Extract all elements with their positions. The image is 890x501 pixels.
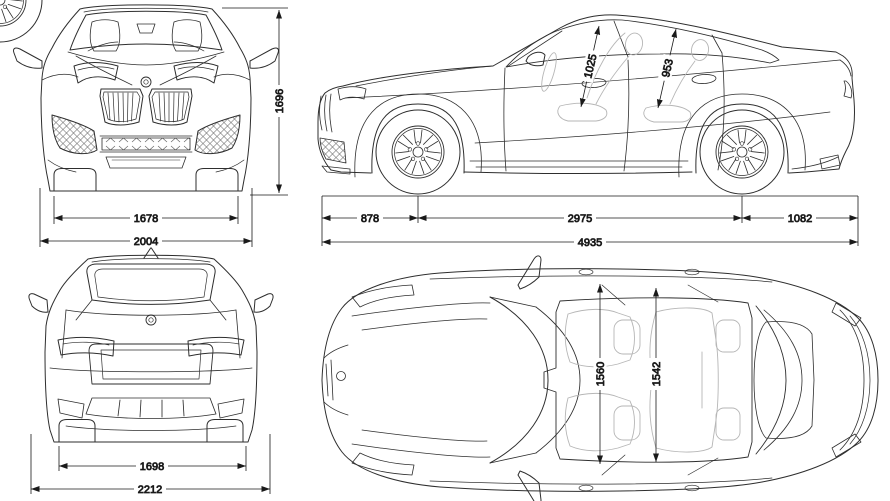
dimension-label-rear-track: 1698 (140, 461, 164, 473)
side-body-outline (318, 15, 855, 174)
side-mirror (526, 52, 545, 66)
top-headlights (352, 285, 414, 475)
bmw-roundel-top-icon (337, 372, 346, 381)
top-body-outline (322, 269, 878, 492)
rear-mirrors (29, 294, 273, 313)
rear-shoulder-line (66, 310, 236, 315)
front-windshield (70, 11, 222, 51)
dimension-label-rear-interior-width: 1542 (651, 362, 663, 386)
side-wheel-arches (355, 94, 806, 177)
dimensions: 1696 1678 2004 1025 (31, 8, 858, 496)
dim-body-width: 2004 (40, 188, 252, 248)
front-wheel (375, 109, 461, 195)
dim-overall-height: 1696 (222, 8, 288, 195)
front-view (14, 5, 279, 191)
c-pillar-divider (712, 35, 722, 53)
dimension-label-body-width: 2004 (134, 236, 158, 248)
dimension-label-front-interior-width: 1560 (595, 362, 607, 386)
rear-window (76, 264, 226, 320)
rearview-mirror (137, 24, 155, 33)
dimension-label-width-mirrors: 2212 (138, 484, 162, 496)
dimension-label-front-overhang: 878 (361, 213, 379, 225)
rear-seat-headrest (690, 38, 710, 62)
front-seat-cushion (558, 103, 607, 121)
dim-length-chain: 878 2975 1082 4935 (322, 196, 858, 249)
bmw-roundel-rear-inner (149, 318, 153, 322)
top-windshield (490, 297, 580, 463)
front-body-outline (41, 5, 251, 191)
rear-taillights (58, 337, 244, 356)
top-roof-panel (544, 285, 752, 475)
bmw-roundel-inner (144, 80, 148, 84)
top-hood-creases (352, 303, 490, 457)
front-headlights (74, 63, 218, 83)
front-lower-bumper (48, 115, 244, 172)
dimension-label-front-track: 1678 (134, 213, 158, 225)
dimension-label-height: 1696 (274, 89, 286, 113)
dimension-label-wheelbase: 2975 (568, 213, 592, 225)
rear-view (29, 248, 273, 443)
rear-lower-bumper (58, 398, 244, 431)
dim-width-mirrors: 2212 (31, 434, 270, 496)
rear-tires (59, 420, 243, 443)
front-seat-headrest (624, 32, 645, 57)
front-kidney-grille (100, 89, 192, 125)
dim-rear-interior-width: 1542 (649, 288, 663, 462)
bmw-roundel-icon (141, 77, 151, 87)
top-trunk-lid (754, 322, 814, 439)
lower-character-line (475, 112, 830, 143)
rear-wheel (699, 109, 785, 195)
side-interior (539, 32, 711, 122)
antenna-fin (144, 248, 158, 259)
front-hood-creases (76, 56, 216, 85)
dim-rear-track: 1698 (59, 446, 246, 473)
rear-hatch-sides (62, 310, 240, 358)
dim-rear-headroom: 953 (656, 29, 678, 108)
steering-wheel (539, 51, 560, 92)
dimension-label-rear-overhang: 1082 (788, 213, 812, 225)
rear-tailgate (50, 344, 252, 384)
rear-seat-cushion (644, 105, 691, 122)
top-view (322, 256, 878, 501)
side-front-fascia (320, 87, 366, 174)
dim-front-interior-width: 1560 (593, 284, 607, 464)
rear-door-handle (692, 74, 717, 85)
rear-body-outline (45, 248, 257, 443)
side-windows (506, 20, 779, 67)
front-right-headrest (172, 20, 201, 51)
front-cowl-line (68, 52, 224, 65)
dimension-label-front-headroom: 1025 (582, 53, 599, 80)
dim-front-headroom: 1025 (579, 26, 601, 107)
dimension-label-overall-length: 4935 (578, 237, 602, 249)
front-tires (54, 169, 238, 192)
top-nose-details (324, 345, 348, 415)
dimension-label-rear-headroom: 953 (660, 58, 676, 79)
side-door-lines (504, 53, 724, 171)
side-wheel (0, 0, 42, 42)
top-door-handles (579, 269, 699, 491)
top-mirrors (518, 256, 541, 501)
b-pillar (614, 21, 628, 57)
dim-front-track: 1678 (54, 196, 238, 225)
top-rear-window (754, 306, 814, 454)
side-rear-details (792, 60, 852, 169)
bmw-roundel-rear-icon (146, 315, 156, 325)
top-taillights (832, 303, 861, 457)
front-left-headrest (90, 20, 119, 51)
side-skirt (470, 161, 688, 167)
